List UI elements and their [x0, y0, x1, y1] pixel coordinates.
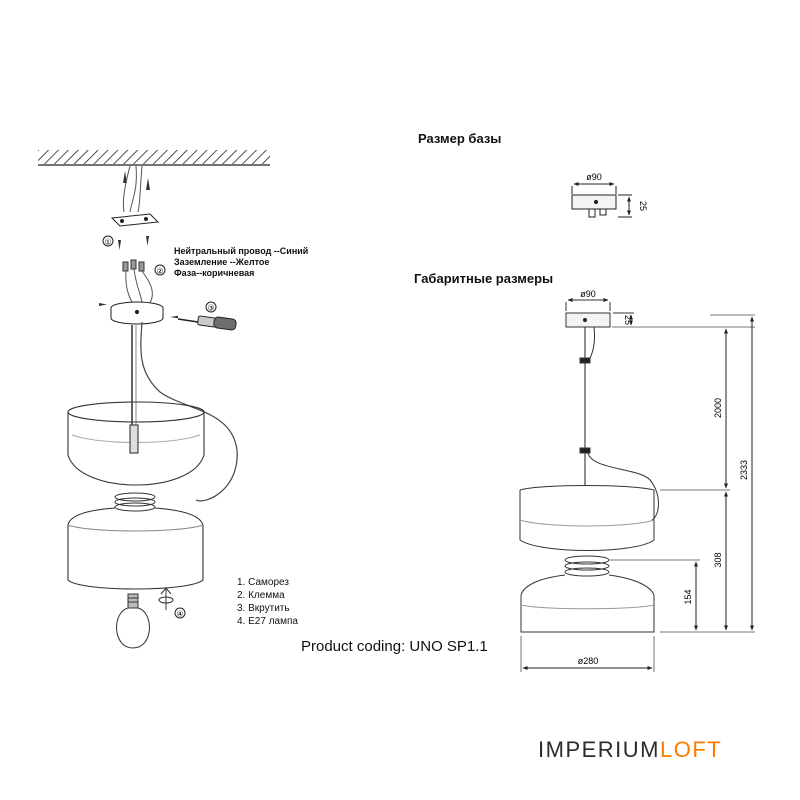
overall-drawing — [519, 298, 755, 672]
step-marker-3: ③ — [207, 304, 214, 313]
base-height-label: 25 — [638, 201, 648, 211]
wiring-neutral: Нейтральный провод --Синий — [174, 246, 309, 256]
upper-shade — [67, 401, 205, 486]
overall-diameter-label: ø90 — [580, 289, 596, 299]
screw-icon — [99, 303, 178, 319]
wiring-phase: Фаза--коричневая — [174, 268, 255, 278]
legend-item: 2. Клемма — [237, 590, 285, 601]
mounting-bracket — [110, 213, 160, 227]
wiring-notes: Нейтральный провод --Синий Заземление --… — [174, 246, 308, 279]
power-cable — [140, 321, 238, 502]
ceiling-hatch — [38, 150, 270, 166]
screwdriver-icon — [177, 315, 237, 331]
overall-size-heading: Габаритные размеры — [414, 271, 554, 286]
legend-item: 3. Вкрутить — [237, 603, 290, 614]
screw-icon — [118, 236, 149, 250]
total-height-label: 2333 — [739, 460, 749, 480]
step-marker-4: ④ — [176, 610, 183, 619]
body-height-label: 308 — [713, 552, 723, 567]
canopy — [110, 301, 164, 325]
brand-logo: IMPERIUMLOFT — [538, 737, 722, 763]
rotate-arrow-icon — [158, 587, 174, 610]
step-marker-2: ② — [156, 267, 163, 276]
parts-legend: 1. Саморез 2. Клемма 3. Вкрутить 4. E27 … — [237, 576, 298, 628]
bottom-height-label: 154 — [683, 589, 693, 604]
legend-item: 4. E27 лампа — [237, 616, 298, 627]
terminal-block — [122, 259, 145, 272]
product-coding: Product coding: UNO SP1.1 — [301, 638, 488, 655]
overall-base-height-label: 25 — [623, 315, 633, 325]
cable-length-label: 2000 — [713, 398, 723, 418]
base-diameter-label: ø90 — [586, 172, 602, 182]
shade-diameter-label: ø280 — [578, 656, 599, 666]
brand-part1: IMPERIUM — [538, 737, 660, 762]
brand-part2: LOFT — [660, 737, 723, 762]
spiral-connector — [114, 492, 156, 512]
wiring-ground: Заземление --Желтое — [174, 257, 270, 267]
lamp-bulb-icon — [116, 593, 150, 649]
screw-icon — [123, 171, 150, 190]
base-size-drawing — [571, 182, 632, 218]
step-marker-1: ① — [104, 238, 111, 247]
base-size-heading: Размер базы — [418, 131, 502, 146]
lower-shade — [67, 507, 204, 590]
legend-item: 1. Саморез — [237, 577, 289, 588]
